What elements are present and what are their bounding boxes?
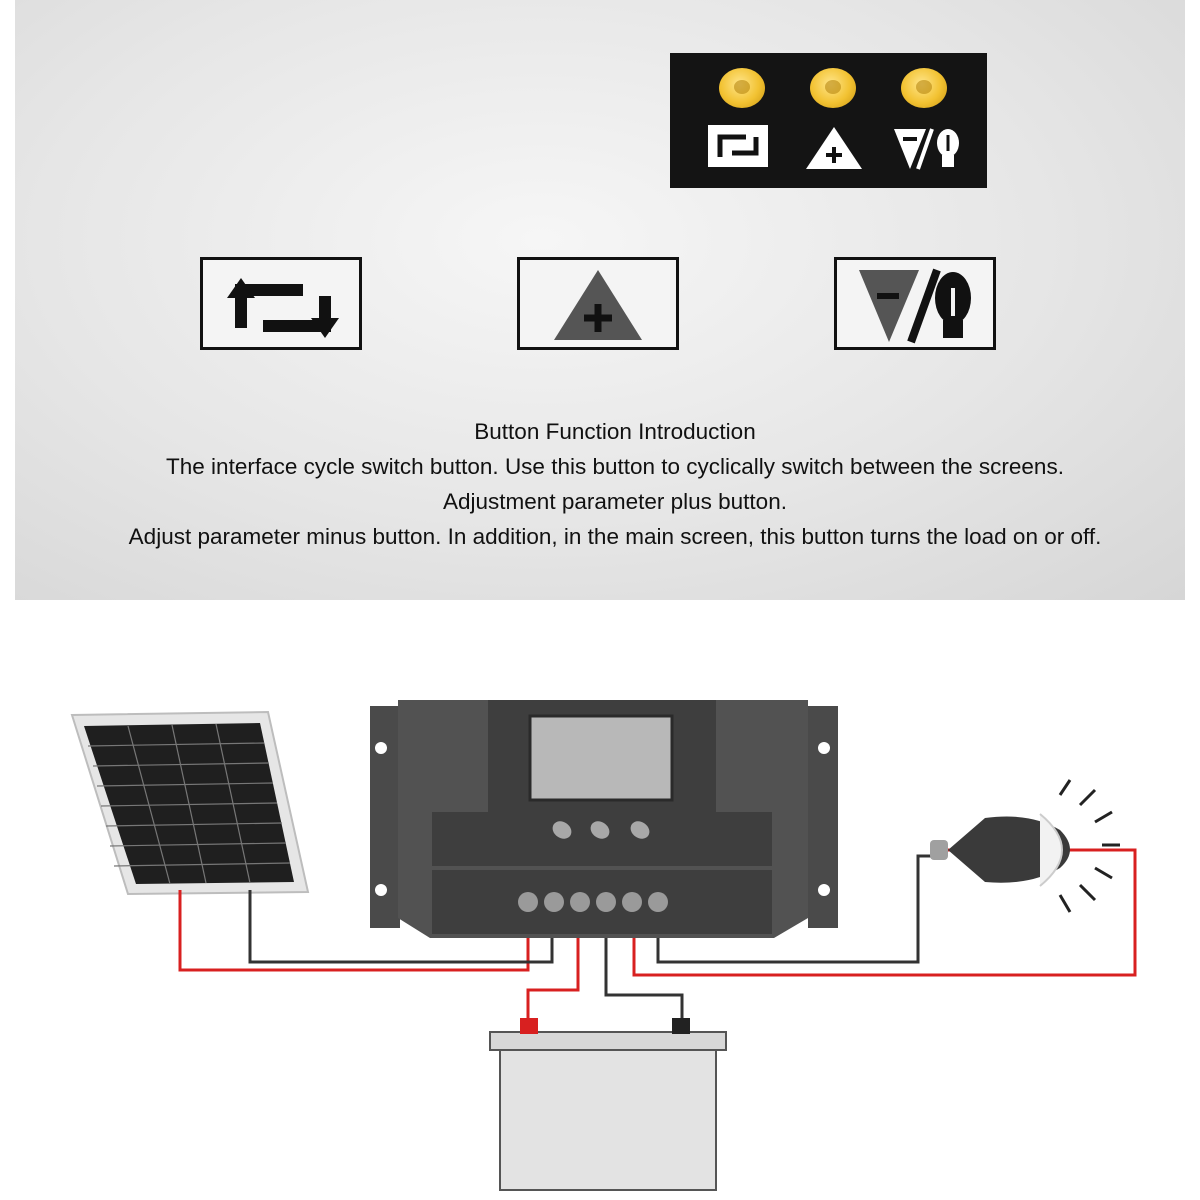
intro-line-minus: Adjust parameter minus button. In additi… [128, 524, 1102, 549]
button-intro-panel: Button Function Introduction The interfa… [15, 0, 1185, 600]
battery [489, 1018, 727, 1191]
minus-button[interactable] [901, 68, 947, 108]
controller-button-strip [670, 53, 987, 188]
intro-line-cycle: The interface cycle switch button. Use t… [166, 454, 1064, 479]
lamp [930, 779, 1120, 913]
wiring-diagram [70, 700, 1137, 1191]
minus-load-small-icon [894, 128, 959, 170]
cycle-switch-icon [200, 257, 362, 350]
plus-triangle-small-icon [806, 127, 862, 169]
intro-line-plus: Adjustment parameter plus button. [443, 489, 787, 514]
solar-panel [70, 710, 310, 896]
intro-heading: Button Function Introduction [474, 419, 756, 444]
plus-button[interactable] [810, 68, 856, 108]
minus-load-icon [834, 257, 996, 350]
light-rays-icon [1058, 779, 1120, 913]
cycle-switch-small-icon [708, 125, 768, 167]
wires [178, 848, 1137, 1020]
menu-button[interactable] [719, 68, 765, 108]
plus-triangle-icon [517, 257, 679, 350]
charge-controller [370, 700, 838, 938]
